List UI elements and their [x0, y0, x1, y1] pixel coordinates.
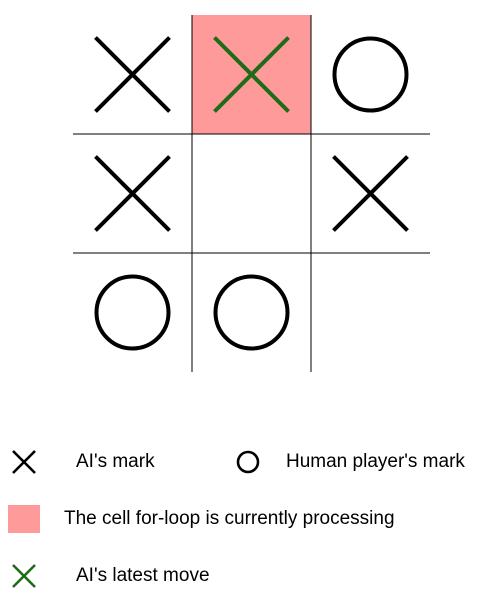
o-icon [236, 450, 260, 474]
human-o-mark[interactable] [94, 274, 171, 351]
legend-latest-move: AI's latest move [10, 562, 210, 590]
legend-human-mark: Human player's mark [234, 448, 465, 476]
ai-x-mark[interactable] [332, 155, 409, 232]
legend-current-cell-label: The cell for-loop is currently processin… [64, 508, 395, 529]
human-o-mark[interactable] [213, 274, 290, 351]
legend-ai-mark-label: AI's mark [76, 451, 155, 472]
current-cell-swatch [8, 505, 40, 533]
human-o-mark[interactable] [332, 36, 409, 113]
legend-latest-move-label: AI's latest move [76, 565, 210, 586]
x-icon [12, 564, 36, 588]
legend-human-mark-label: Human player's mark [286, 451, 465, 472]
legend-ai-mark: AI's mark [10, 448, 155, 476]
ai-x-mark[interactable] [94, 155, 171, 232]
tic-tac-toe-board [73, 15, 430, 372]
ai-x-mark[interactable] [94, 36, 171, 113]
legend-current-cell: The cell for-loop is currently processin… [8, 505, 395, 533]
latest-move-x-mark[interactable] [213, 36, 290, 113]
x-icon [12, 450, 36, 474]
